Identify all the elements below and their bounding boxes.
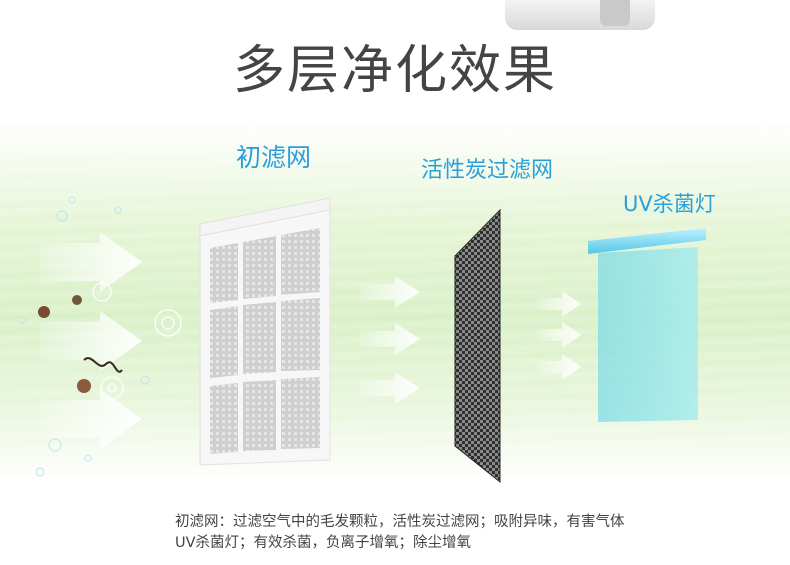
uv-lamp-label: UV杀菌灯 bbox=[623, 192, 716, 216]
description-line: UV杀菌灯；有效杀菌，负离子增氧；除尘增氧 bbox=[175, 535, 472, 551]
airflow-arrow-icon bbox=[40, 311, 142, 371]
carbon-filter-panel bbox=[454, 208, 501, 484]
airflow-arrow-icon bbox=[537, 291, 581, 317]
airflow-arrow-icon bbox=[360, 372, 420, 404]
bacteria-icon bbox=[92, 282, 182, 400]
primary-filter-panel bbox=[199, 197, 331, 466]
bubble-icon bbox=[18, 196, 150, 477]
description-line: 初滤网：过滤空气中的毛发颗粒，活性炭过滤网；吸附异味，有害气体 bbox=[175, 514, 625, 530]
airflow-arrow-icon bbox=[537, 322, 581, 348]
airflow-arrow-icon bbox=[40, 232, 142, 292]
airflow-arrow-icon bbox=[360, 323, 420, 355]
hair-fiber-icon bbox=[83, 357, 123, 373]
page-title: 多层净化效果 bbox=[232, 41, 557, 101]
airflow-arrow-icon bbox=[40, 389, 142, 449]
uv-lamp-panel bbox=[588, 228, 706, 422]
primary-filter-label: 初滤网 bbox=[236, 143, 312, 172]
carbon-filter-label: 活性炭过滤网 bbox=[421, 158, 554, 183]
description-text: 初滤网：过滤空气中的毛发颗粒，活性炭过滤网；吸附异味，有害气体 UV杀菌灯；有效… bbox=[175, 512, 625, 554]
airflow-arrow-icon bbox=[360, 276, 420, 308]
purifier-device-edge bbox=[505, 0, 655, 30]
airflow-arrow-icon bbox=[537, 354, 581, 380]
